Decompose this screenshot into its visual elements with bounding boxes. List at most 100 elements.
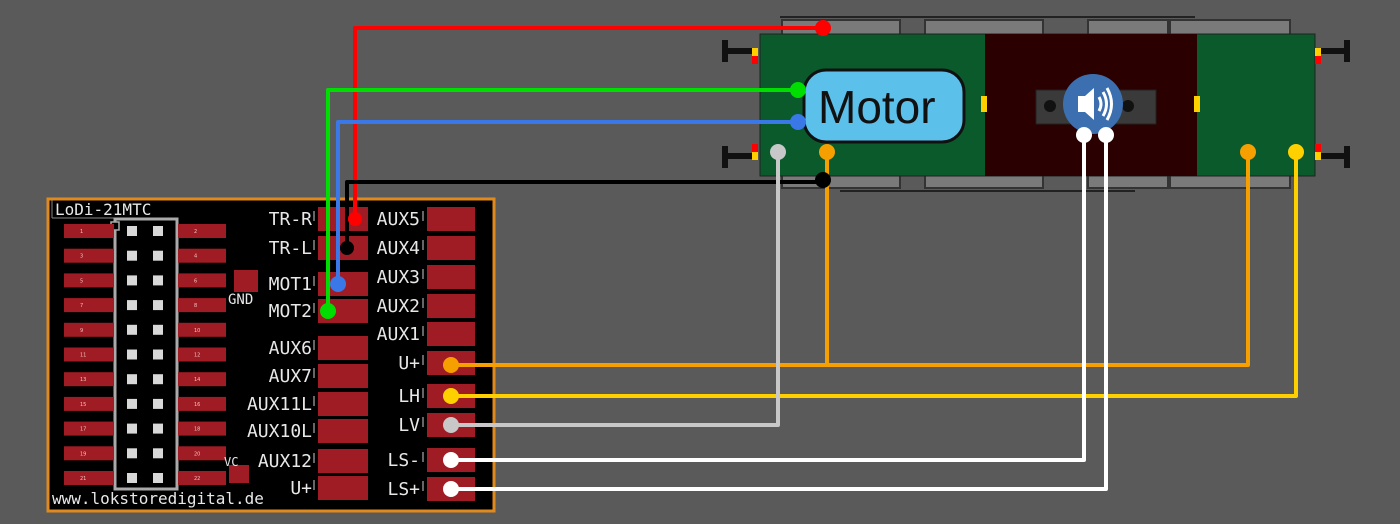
pad-right — [178, 372, 226, 387]
pin-square — [127, 448, 137, 459]
pin-label-right: AUX3 — [377, 267, 420, 288]
pin-square — [127, 250, 137, 261]
locomotive: Motor — [722, 16, 1350, 192]
connector-outline — [113, 217, 179, 491]
pin-pad-left — [318, 419, 368, 443]
pin-label-left: TR-L — [269, 238, 313, 259]
pin-label-right: LS+ — [387, 479, 420, 500]
pin-label-right: LS- — [387, 450, 420, 471]
pad-number: 18 — [194, 427, 200, 433]
pad-left — [64, 471, 114, 485]
wire-yellow — [451, 152, 1298, 398]
pad-right — [178, 322, 226, 337]
pin-label-left: MOT1 — [269, 274, 312, 295]
board-outline — [46, 197, 496, 513]
vc-pad — [229, 465, 249, 483]
pad-right — [178, 471, 226, 485]
pad-right — [178, 421, 226, 436]
gnd-pad — [234, 270, 258, 292]
pin-label-left: AUX10L — [247, 421, 312, 442]
pin-pad-left — [318, 392, 368, 416]
pad-left — [64, 298, 114, 313]
pad-number: 3 — [80, 254, 83, 260]
wire-white-ls-plus — [451, 135, 1108, 491]
pad-right — [178, 224, 226, 238]
pin-square — [153, 398, 163, 409]
motor-block — [802, 68, 966, 144]
pad-number: 10 — [194, 328, 200, 334]
pin-label-left: AUX6 — [269, 338, 312, 359]
pin-label-right: LV — [398, 415, 420, 436]
pad-right — [178, 298, 226, 313]
pad-number: 14 — [194, 377, 200, 383]
wires — [326, 26, 1298, 491]
wire-gray — [451, 152, 780, 427]
pin-square — [127, 423, 137, 434]
pin-pad-right — [427, 322, 475, 346]
pin-pad-left — [318, 476, 368, 500]
pin-label-left: TR-R — [269, 209, 313, 230]
pad-number: 21 — [80, 476, 86, 482]
pad-left — [64, 248, 114, 263]
pin-square — [153, 374, 163, 385]
pin-pad-right — [427, 265, 475, 289]
wire-green — [326, 88, 798, 311]
motor-label: Motor — [818, 81, 936, 133]
pad-number: 6 — [194, 278, 197, 284]
pad-number: 8 — [194, 303, 197, 309]
pad-number: 2 — [194, 229, 197, 235]
pin-label-left: AUX7 — [269, 366, 312, 387]
board-title: LoDi-21MTC — [55, 200, 151, 219]
pad-left — [64, 347, 114, 362]
pin-square — [127, 226, 137, 236]
pin-square — [153, 324, 163, 335]
pin-square — [127, 324, 137, 335]
pin-label-right: AUX1 — [377, 324, 420, 345]
wire-blue — [336, 120, 798, 284]
pad-number: 12 — [194, 353, 200, 359]
pad-right — [178, 248, 226, 263]
pin-square — [127, 473, 137, 483]
pad-right — [178, 396, 226, 411]
pin-square — [127, 275, 137, 286]
pin-label-right: U+ — [398, 353, 420, 374]
pad-number: 20 — [194, 451, 200, 457]
pad-number: 7 — [80, 303, 83, 309]
decoder-board: LoDi-21MTC www.lokstoredigital.de 135791… — [46, 197, 496, 513]
pin-pad-left — [318, 336, 368, 360]
board-url: www.lokstoredigital.de — [52, 489, 264, 508]
wire-orange — [451, 152, 1250, 367]
pin-square — [153, 300, 163, 311]
vc-label: VC — [224, 455, 238, 469]
pin-label-right: AUX2 — [377, 296, 420, 317]
pad-number: 13 — [80, 377, 86, 383]
wire-white-ls-minus — [451, 135, 1086, 462]
pin-label-right: LH — [398, 386, 420, 407]
pad-left — [64, 396, 114, 411]
pin-square — [153, 448, 163, 459]
pin-pad-right — [427, 236, 475, 260]
pad-number: 16 — [194, 402, 200, 408]
pad-right — [178, 347, 226, 362]
pad-number: 11 — [80, 353, 86, 359]
pad-left — [64, 372, 114, 387]
pad-left — [64, 273, 114, 288]
pin-label-left: AUX12 — [258, 451, 312, 472]
pad-right — [178, 446, 226, 461]
pad-right — [178, 273, 226, 288]
wire-red — [353, 26, 823, 219]
pin-grid — [127, 226, 163, 483]
pin-label-right: AUX5 — [377, 209, 420, 230]
pad-number: 5 — [80, 278, 83, 284]
speaker-icon — [1063, 74, 1123, 143]
pin-pad-right — [427, 207, 475, 231]
pin-label-right: AUX4 — [377, 238, 420, 259]
pin-square — [153, 349, 163, 360]
pad-number: 17 — [80, 427, 86, 433]
pin-label-left: MOT2 — [269, 301, 312, 322]
pin-square — [153, 473, 163, 483]
gnd-label: GND — [228, 292, 253, 308]
pin-label-left: AUX11L — [247, 394, 312, 415]
